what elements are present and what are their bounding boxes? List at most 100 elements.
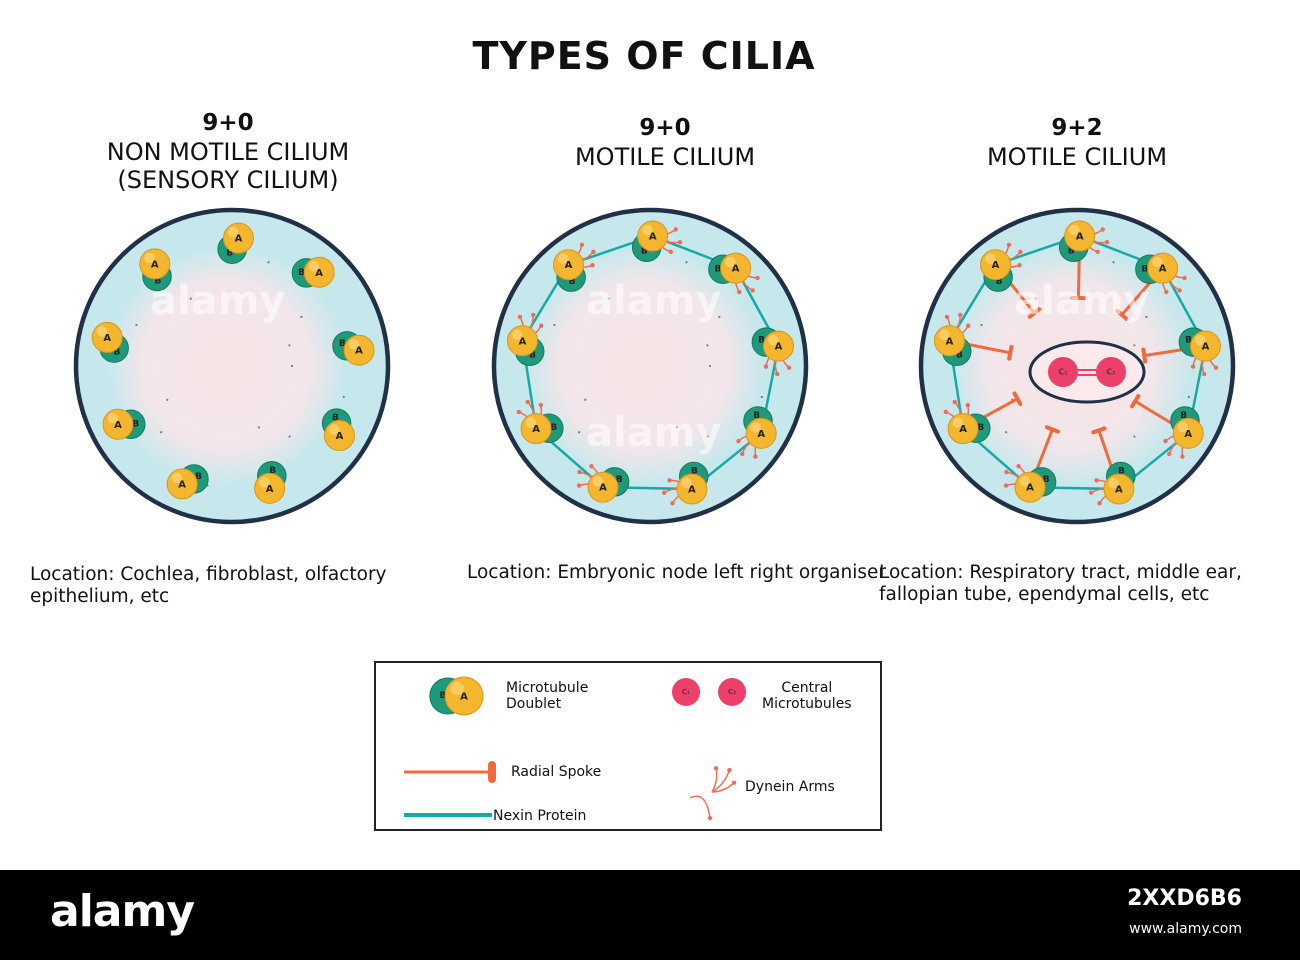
- panel-heading-motile-9-0: 9+0 MOTILE CILIUM: [465, 113, 865, 171]
- panel-name: MOTILE CILIUM: [574, 143, 756, 171]
- b-tubule-label: B: [691, 466, 698, 476]
- panel-formula: 9+0: [639, 115, 691, 141]
- microtubule-doublet: BA: [1014, 467, 1057, 503]
- b-tubule-label: B: [569, 277, 576, 287]
- speckle: [267, 261, 270, 264]
- cytoplasm-core: [526, 248, 762, 484]
- legend-label-line: Microtubules: [762, 696, 852, 712]
- a-tubule-label: A: [1184, 429, 1192, 440]
- a-tubule-highlight: [558, 253, 569, 264]
- b-tubule-label: B: [1180, 411, 1187, 421]
- dynein-arm-tip: [579, 242, 585, 248]
- a-tubule-label: A: [565, 260, 573, 271]
- legend-label-line: Doublet: [506, 696, 562, 712]
- dynein-arm-tip: [1164, 289, 1169, 295]
- nexin-links: [521, 234, 780, 491]
- a-tubule-highlight: [642, 224, 653, 236]
- dynein-arm-tip: [731, 780, 737, 785]
- panel-heading-non-motile-9-0: 9+0 NON MOTILE CILIUM (SENSORY CILIUM): [28, 108, 428, 194]
- panel-formula: 9+2: [1051, 115, 1103, 141]
- microtubule-doublet: BA: [553, 249, 586, 292]
- speckle: [342, 395, 345, 399]
- legend-central-c1: [672, 678, 700, 706]
- dynein-arm-tip: [531, 312, 536, 318]
- dynein-arm-tip: [1190, 364, 1196, 369]
- speckle: [1133, 435, 1136, 438]
- a-tubule-label: A: [732, 264, 740, 275]
- a-tubule-label: A: [103, 333, 111, 344]
- a-tubule-label: A: [266, 484, 274, 495]
- dynein-arm-tip: [1088, 490, 1094, 495]
- speckle: [980, 323, 983, 327]
- a-tubule-highlight: [1108, 477, 1119, 489]
- radial-spoke: [1076, 253, 1081, 299]
- watermark: alamy: [586, 410, 722, 456]
- dynein-arm-tip: [1167, 451, 1172, 457]
- dynein-arm-tip: [1016, 463, 1021, 469]
- dynein-arm-tip: [1177, 288, 1182, 293]
- a-tubule-label: A: [1076, 232, 1084, 243]
- legend-dynein-arm-tip: [707, 815, 713, 821]
- radial-spoke-head: [1130, 394, 1141, 409]
- central-sheath: [1028, 340, 1146, 404]
- microtubule-doublet: BA: [751, 327, 794, 362]
- speckle: [584, 398, 587, 401]
- dynein-arm-tip: [673, 227, 678, 232]
- legend-central-c2: [718, 678, 746, 706]
- a-tubule-label: A: [599, 483, 607, 494]
- speckle: [706, 435, 709, 438]
- speckle: [288, 435, 291, 438]
- dynein-arm-tip: [525, 399, 530, 405]
- microtubule-doublet: BA: [520, 413, 564, 445]
- a-tubule-highlight: [328, 424, 340, 435]
- radial-spoke: [1097, 429, 1115, 473]
- dynein-arm-tip: [755, 275, 760, 281]
- dynein-arm-tip: [966, 323, 971, 328]
- a-tubule-label: A: [688, 485, 696, 496]
- a-tubule-highlight: [938, 329, 950, 341]
- panel-name: MOTILE CILIUM: [986, 143, 1168, 171]
- legend: Microtubule Doublet Central Microtubules…: [374, 661, 882, 831]
- speckle: [760, 395, 763, 399]
- a-tubule-label: A: [1202, 342, 1210, 353]
- legend-label-line: Microtubule: [506, 680, 589, 696]
- microtubule-doublet: BA: [102, 408, 146, 440]
- dynein-arm-tip: [1004, 469, 1009, 475]
- a-tubule-highlight: [1194, 334, 1206, 346]
- microtubule-doublet: BA: [676, 461, 709, 505]
- dynein-arm-tip: [774, 371, 780, 377]
- legend-dynein-arm: [689, 795, 711, 819]
- b-tubule-label: B: [339, 339, 346, 349]
- a-tubule-label: A: [946, 336, 954, 347]
- b-tubule-label: B: [332, 413, 339, 423]
- image-id: 2XXD6B6: [1127, 886, 1242, 911]
- a-tubule-highlight: [952, 417, 964, 428]
- dynein-arm-tip: [677, 239, 683, 245]
- microtubule-doublet: BA: [166, 464, 209, 500]
- dynein-arm-tip: [1104, 239, 1110, 245]
- microtubule-doublet: BA: [631, 220, 669, 263]
- b-tubule-label: B: [154, 276, 161, 286]
- a-tubule-highlight: [171, 472, 183, 484]
- legend-label-radial-spoke: Radial Spoke: [511, 764, 602, 780]
- dynein-arm-tip: [1163, 438, 1168, 444]
- a-tubule-label: A: [235, 234, 243, 245]
- central-microtubule-label: C₂: [1106, 368, 1116, 377]
- footer-url: www.alamy.com: [1129, 921, 1242, 937]
- microtubule-doublet: BA: [587, 467, 630, 503]
- footer-bar: alamy 2XXD6B6 www.alamy.com: [0, 870, 1300, 960]
- a-tubule-label: A: [775, 342, 783, 353]
- b-tubule-label: B: [550, 423, 557, 433]
- dynein-arm-tip: [576, 483, 582, 488]
- b-tubule-label: B: [977, 423, 984, 433]
- footer-info: 2XXD6B6 www.alamy.com: [1127, 884, 1242, 944]
- microtubule-doublet: BA: [254, 461, 287, 504]
- location-text-motile-9-2: Location: Respiratory tract, middle ear,…: [879, 562, 1242, 605]
- legend-label-line: Central: [781, 680, 833, 696]
- watermark: alamy: [150, 278, 286, 324]
- radial-spoke: [978, 397, 1019, 422]
